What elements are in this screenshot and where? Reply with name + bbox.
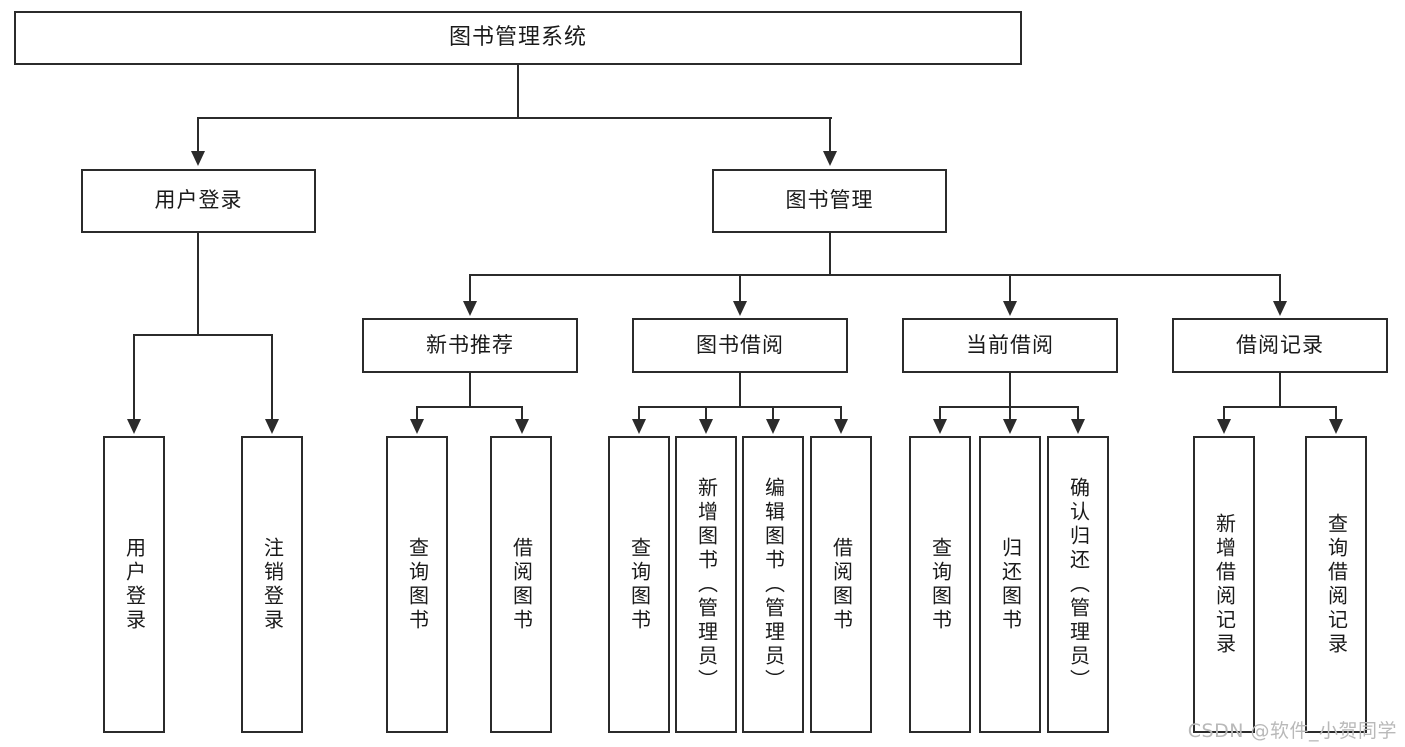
- arrowhead-leaf-query-book-3: [933, 419, 947, 434]
- connector-bm-to-borrow-record: [1279, 274, 1281, 302]
- connector-bb-to-leaf-4: [840, 406, 842, 420]
- arrowhead-leaf-add-borrow-record: [1217, 419, 1231, 434]
- arrowhead-leaf-query-book-2: [632, 419, 646, 434]
- node-borrow-record[interactable]: 借阅记录: [1172, 318, 1388, 373]
- leaf-node-add-book-admin[interactable]: 新增图书（管理员）: [675, 436, 737, 733]
- leaf-node-return-book[interactable]: 归还图书: [979, 436, 1041, 733]
- node-label: 确认归还（管理员）: [1066, 476, 1091, 693]
- connector-user-login-to-leaf-1: [133, 334, 135, 420]
- node-label: 查询图书: [928, 536, 953, 633]
- connector-nb-to-leaf-2: [521, 406, 523, 420]
- connector-cb-to-leaf-2: [1009, 406, 1011, 420]
- connector-borrow-record-bus: [1223, 406, 1337, 408]
- node-label: 用户登录: [122, 536, 147, 633]
- connector-borrow-record-stem: [1279, 373, 1281, 407]
- connector-cb-to-leaf-3: [1077, 406, 1079, 420]
- connector-book-management-bus: [469, 274, 1281, 276]
- node-label: 借阅记录: [1236, 332, 1324, 357]
- connector-new-book-stem: [469, 373, 471, 407]
- node-label: 图书借阅: [696, 332, 784, 357]
- arrowhead-leaf-logout-login: [265, 419, 279, 434]
- arrowhead-book-borrow: [733, 301, 747, 316]
- connector-br-to-leaf-2: [1335, 406, 1337, 420]
- leaf-node-logout-login[interactable]: 注销登录: [241, 436, 303, 733]
- arrowhead-current-borrow: [1003, 301, 1017, 316]
- node-label: 查询借阅记录: [1324, 512, 1349, 657]
- node-book-management[interactable]: 图书管理: [712, 169, 947, 233]
- node-new-book-recommend[interactable]: 新书推荐: [362, 318, 578, 373]
- arrowhead-leaf-borrow-book-1: [515, 419, 529, 434]
- leaf-node-borrow-book-2[interactable]: 借阅图书: [810, 436, 872, 733]
- node-label: 查询图书: [627, 536, 652, 633]
- connector-bm-to-book-borrow: [739, 274, 741, 302]
- connector-book-borrow-stem: [739, 373, 741, 407]
- node-label: 查询图书: [405, 536, 430, 633]
- node-label: 新增图书（管理员）: [694, 476, 719, 693]
- node-root-book-management-system[interactable]: 图书管理系统: [14, 11, 1022, 65]
- node-book-borrow[interactable]: 图书借阅: [632, 318, 848, 373]
- arrowhead-leaf-query-book-1: [410, 419, 424, 434]
- node-label: 注销登录: [260, 536, 285, 633]
- leaf-node-query-borrow-record[interactable]: 查询借阅记录: [1305, 436, 1367, 733]
- node-label: 归还图书: [998, 536, 1023, 633]
- arrowhead-leaf-confirm-return-admin: [1071, 419, 1085, 434]
- connector-bb-to-leaf-2: [705, 406, 707, 420]
- arrowhead-leaf-borrow-book-2: [834, 419, 848, 434]
- node-label: 图书管理: [785, 188, 874, 213]
- connector-nb-to-leaf-1: [416, 406, 418, 420]
- arrowhead-leaf-query-borrow-record: [1329, 419, 1343, 434]
- connector-root-stem: [517, 65, 519, 118]
- connector-bb-to-leaf-1: [638, 406, 640, 420]
- connector-book-borrow-bus: [638, 406, 842, 408]
- arrowhead-leaf-add-book-admin: [699, 419, 713, 434]
- arrowhead-user-login: [191, 151, 205, 166]
- csdn-watermark: CSDN @软件_小贺同学: [1187, 720, 1397, 742]
- leaf-node-query-book-2[interactable]: 查询图书: [608, 436, 670, 733]
- arrowhead-book-management: [823, 151, 837, 166]
- connector-bm-to-current-borrow: [1009, 274, 1011, 302]
- connector-root-bus: [198, 117, 832, 119]
- node-label: 当前借阅: [966, 332, 1054, 357]
- arrowhead-new-book-recommend: [463, 301, 477, 316]
- leaf-node-edit-book-admin[interactable]: 编辑图书（管理员）: [742, 436, 804, 733]
- connector-bb-to-leaf-3: [772, 406, 774, 420]
- connector-book-management-stem: [829, 233, 831, 275]
- connector-cb-to-leaf-1: [939, 406, 941, 420]
- connector-bm-to-new-book: [469, 274, 471, 302]
- node-label: 借阅图书: [829, 536, 854, 633]
- node-user-login[interactable]: 用户登录: [81, 169, 316, 233]
- node-label: 新增借阅记录: [1212, 512, 1237, 657]
- connector-user-login-bus: [133, 334, 272, 336]
- arrowhead-leaf-edit-book-admin: [766, 419, 780, 434]
- leaf-node-query-book-3[interactable]: 查询图书: [909, 436, 971, 733]
- leaf-node-user-login[interactable]: 用户登录: [103, 436, 165, 733]
- node-current-borrow[interactable]: 当前借阅: [902, 318, 1118, 373]
- arrowhead-leaf-user-login: [127, 419, 141, 434]
- node-label: 用户登录: [154, 188, 243, 213]
- node-label: 编辑图书（管理员）: [761, 476, 786, 693]
- connector-root-to-book-management: [829, 117, 831, 153]
- arrowhead-leaf-return-book: [1003, 419, 1017, 434]
- node-label: 新书推荐: [426, 332, 514, 357]
- node-label: 图书管理系统: [448, 24, 587, 50]
- leaf-node-query-book-1[interactable]: 查询图书: [386, 436, 448, 733]
- leaf-node-borrow-book-1[interactable]: 借阅图书: [490, 436, 552, 733]
- leaf-node-confirm-return-admin[interactable]: 确认归还（管理员）: [1047, 436, 1109, 733]
- connector-current-borrow-stem: [1009, 373, 1011, 407]
- connector-br-to-leaf-1: [1223, 406, 1225, 420]
- leaf-node-add-borrow-record[interactable]: 新增借阅记录: [1193, 436, 1255, 733]
- connector-root-to-user-login: [197, 117, 199, 153]
- arrowhead-borrow-record: [1273, 301, 1287, 316]
- connector-user-login-to-leaf-2: [271, 334, 273, 420]
- connector-user-login-stem: [197, 233, 199, 335]
- connector-new-book-bus: [416, 406, 523, 408]
- node-label: 借阅图书: [509, 536, 534, 633]
